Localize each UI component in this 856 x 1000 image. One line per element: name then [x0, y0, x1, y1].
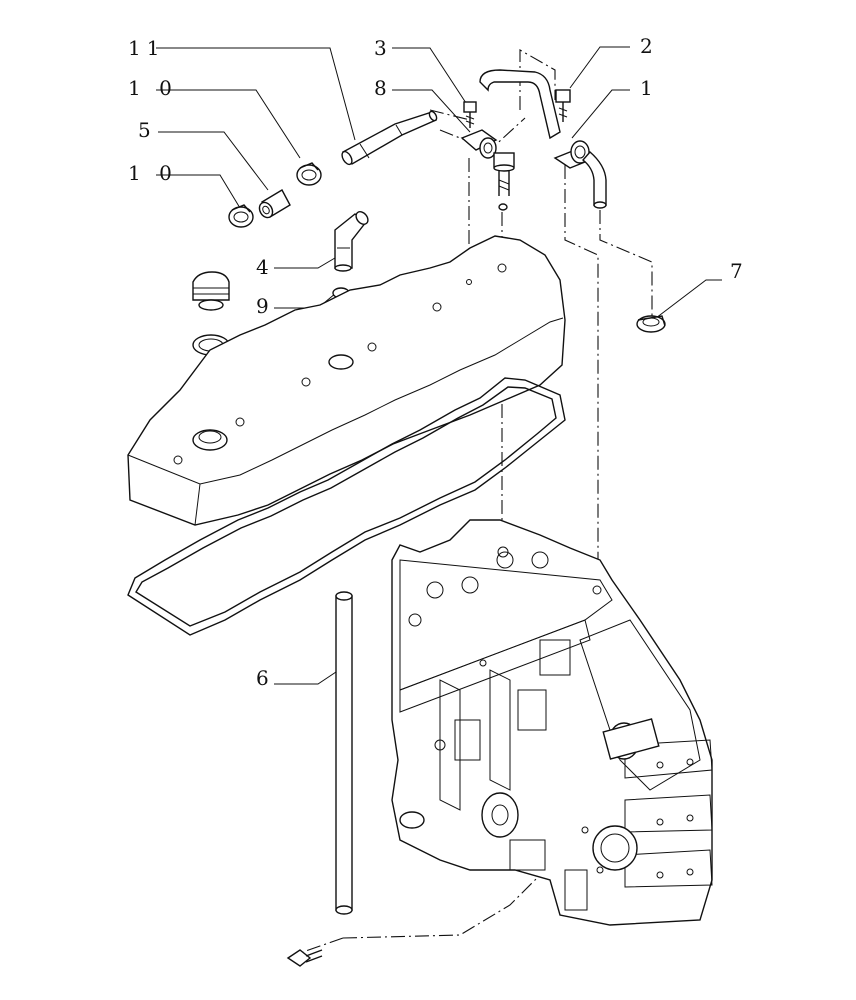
callout-5: 5 [138, 118, 157, 142]
clip-bracket-item-8 [460, 129, 498, 159]
callout-7: 7 [730, 259, 749, 283]
hose-clip-item-1 [553, 140, 592, 169]
leader-2 [569, 46, 630, 89]
rod-item-6 [335, 591, 353, 915]
pipe-item-11 [341, 110, 438, 166]
callout-4: 4 [256, 255, 275, 279]
bolt-item-2 [555, 89, 571, 122]
callout-10-lower: 1 0 [128, 161, 178, 185]
bolt-item-3 [463, 101, 477, 128]
engine-block [391, 519, 713, 926]
callout-2: 2 [640, 34, 659, 58]
callout-9: 9 [256, 294, 275, 318]
callout-10-upper: 1 0 [128, 76, 178, 100]
clamp-item-10-lower [228, 204, 254, 228]
leader-10-lower [156, 174, 241, 209]
breather-hose [479, 69, 607, 209]
clamp-item-10-upper [296, 162, 322, 186]
elbow-fitting-item-4 [334, 211, 369, 272]
leader-10-upper [156, 89, 301, 159]
leader-4 [274, 254, 341, 269]
valve-cover [127, 235, 566, 526]
leader-5 [158, 131, 269, 191]
leader-8 [392, 89, 471, 133]
callout-3: 3 [374, 36, 393, 60]
callout-labels: 11 1 0 5 1 0 3 8 2 1 4 9 7 6 [128, 34, 749, 690]
callout-11: 11 [128, 36, 165, 60]
oil-filler-cap [192, 271, 230, 311]
leader-lines [156, 46, 722, 685]
callout-6: 6 [256, 666, 275, 690]
bolt-with-washer [493, 152, 515, 211]
callout-8: 8 [374, 76, 393, 100]
leader-6 [274, 667, 343, 685]
clamp-item-7 [636, 315, 666, 333]
valve-cover-gasket [127, 377, 566, 636]
sleeve-item-5 [258, 189, 291, 219]
bottom-bolt [286, 949, 323, 967]
leader-1 [571, 89, 630, 139]
leader-11 [156, 47, 356, 141]
callout-1: 1 [640, 76, 659, 100]
leader-7 [655, 279, 722, 319]
leader-3 [392, 47, 467, 104]
